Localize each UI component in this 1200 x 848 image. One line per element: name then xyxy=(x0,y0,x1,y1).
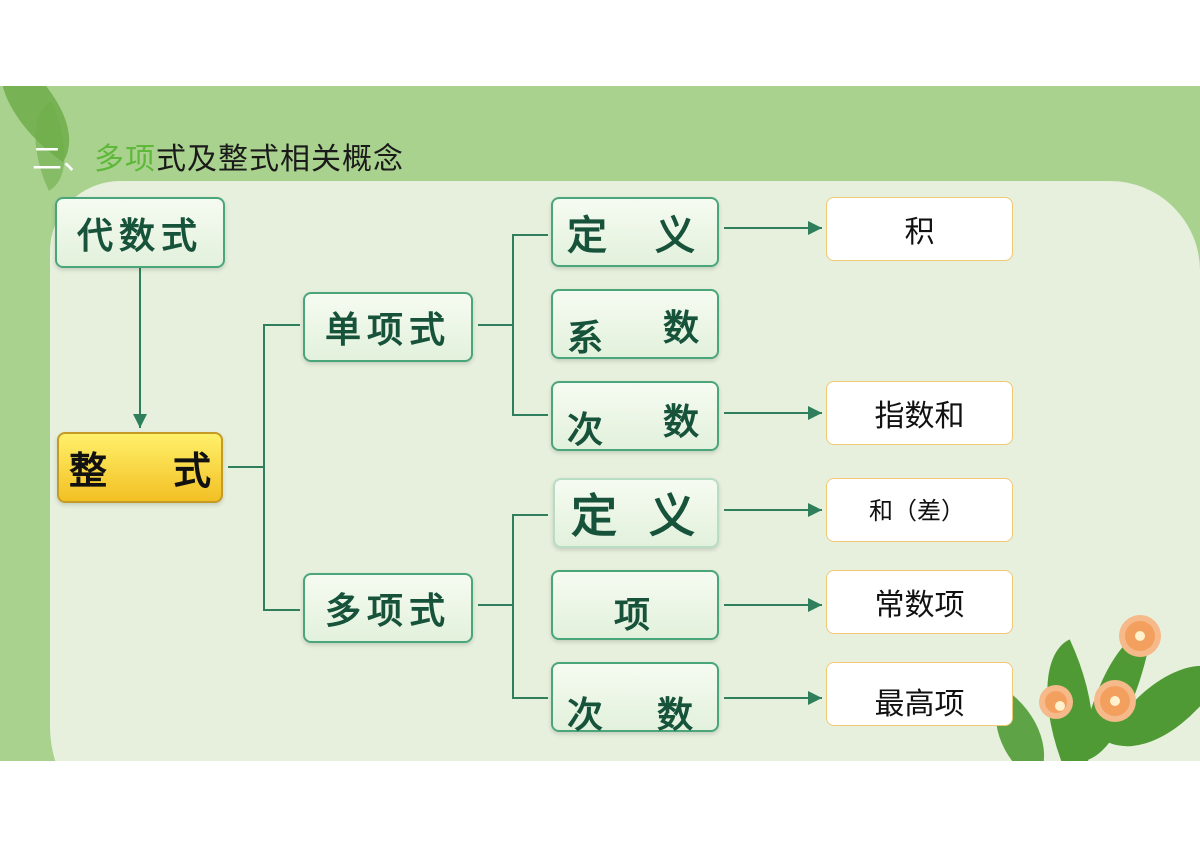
node-label: 代数式 xyxy=(76,215,203,257)
node-duo-cishu: 次 数 xyxy=(551,662,719,736)
result-label: 最高项 xyxy=(874,687,965,722)
node-label: 单项式 xyxy=(324,310,451,351)
node-label-left: 整 xyxy=(69,449,108,493)
node-duo-dingyi: 定 义 xyxy=(553,478,719,548)
node-label-left: 定 xyxy=(571,489,617,543)
node-label-left: 定 xyxy=(567,213,607,259)
title-part2: 多项 xyxy=(94,142,156,177)
page-title: 二、多项式及整式相关概念 xyxy=(32,134,404,178)
node-dan-dingyi: 定 义 xyxy=(551,197,719,267)
node-label-left: 系 xyxy=(567,318,604,359)
result-ji: 积 xyxy=(826,197,1013,261)
node-label-right: 义 xyxy=(649,489,695,543)
flower-icon xyxy=(1125,621,1155,651)
flower-icon xyxy=(1045,691,1067,713)
node-label: 项 xyxy=(613,595,656,636)
node-duoxiangshi: 多项式 xyxy=(303,573,473,643)
node-duo-xiang: 项 xyxy=(551,570,719,640)
result-label: 和（差） xyxy=(869,497,965,525)
node-label-left: 次 xyxy=(567,410,604,451)
result-label: 指数和 xyxy=(874,399,965,434)
result-changshuxiang: 常数项 xyxy=(826,570,1013,634)
bracket-danxiangshi xyxy=(478,234,548,416)
bracket-zhengshi xyxy=(228,324,300,611)
title-part3: 式及整式相关概念 xyxy=(156,142,404,177)
result-label: 常数项 xyxy=(874,588,965,623)
node-zhengshi: 整 式 xyxy=(57,432,223,503)
node-dan-cishu: 次 数 xyxy=(551,381,719,451)
title-part1: 二、 xyxy=(32,142,94,177)
result-zhishuhe: 指数和 xyxy=(826,381,1013,445)
node-label-right: 数 xyxy=(662,402,699,443)
node-label-right: 数 xyxy=(656,695,693,736)
node-label-right: 数 xyxy=(662,308,699,349)
result-label: 积 xyxy=(904,215,935,250)
flower-icon xyxy=(1100,686,1130,716)
node-label-right: 义 xyxy=(655,213,695,259)
result-zuigaoxiang: 最高项 xyxy=(826,662,1013,726)
result-he-cha: 和（差） xyxy=(826,478,1013,542)
node-dan-xishu: 系 数 xyxy=(551,289,719,359)
bracket-duoxiangshi xyxy=(478,514,548,699)
node-label-right: 式 xyxy=(172,449,211,493)
node-label: 多项式 xyxy=(324,591,451,632)
node-danxiangshi: 单项式 xyxy=(303,292,473,362)
node-label-left: 次 xyxy=(567,695,604,736)
node-daishushi: 代数式 xyxy=(55,197,225,268)
